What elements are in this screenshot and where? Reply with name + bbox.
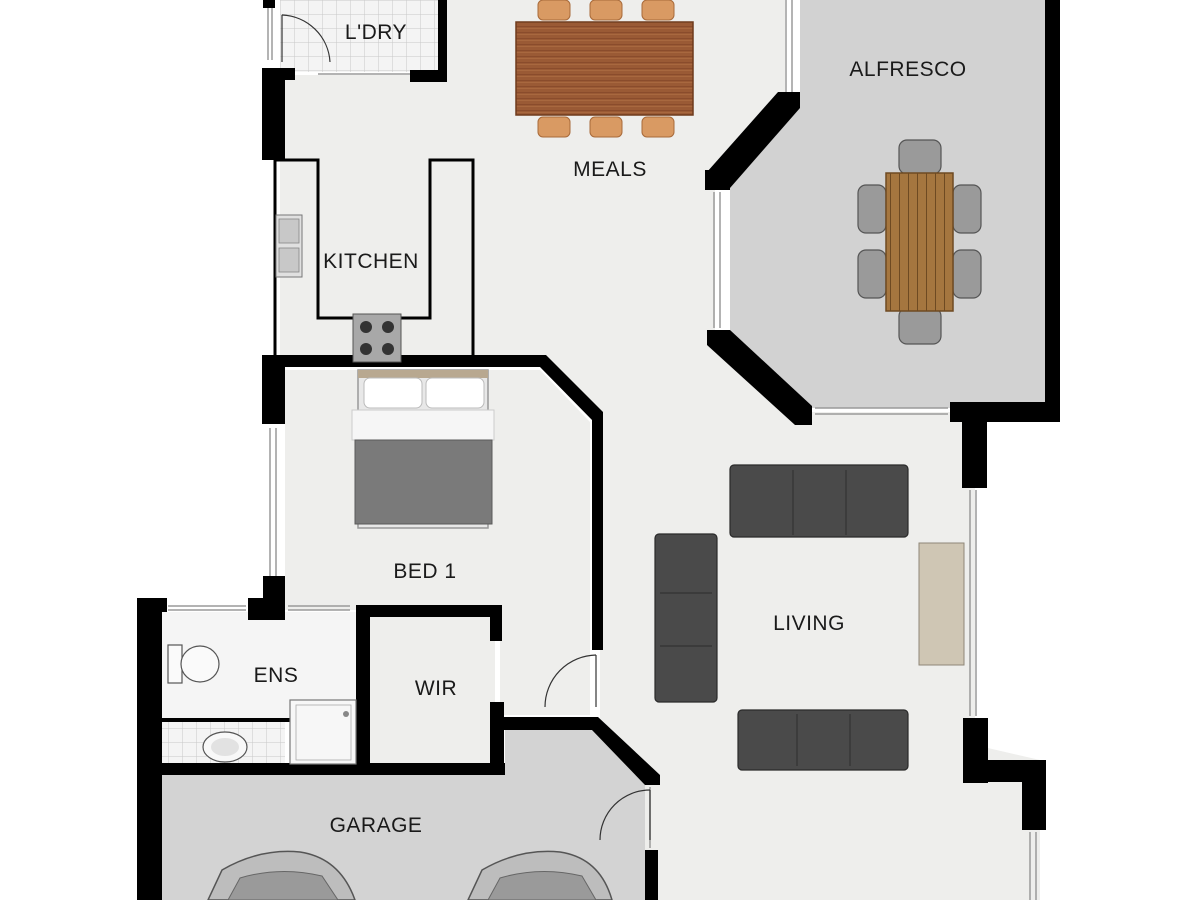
sofa-bottom — [737, 709, 909, 771]
dining-chairs-bottom — [537, 116, 675, 138]
dining-chairs-top — [537, 0, 675, 21]
alfresco-chair — [952, 184, 982, 234]
room-label-living: LIVING — [773, 612, 845, 635]
room-label-kitchen: KITCHEN — [323, 250, 419, 273]
car-icon — [207, 850, 356, 900]
sofa-top — [729, 464, 909, 538]
basin-icon — [202, 731, 248, 763]
alfresco-chair — [857, 184, 887, 234]
dining-table — [515, 21, 694, 116]
alfresco-chair — [857, 249, 887, 299]
room-labels: L'DRY MEALS ALFRESCO KITCHEN BED 1 LIVIN… — [254, 21, 966, 837]
alfresco-table — [885, 172, 954, 312]
wir-floor — [370, 615, 495, 765]
doors — [281, 14, 651, 841]
alfresco-dining-set — [857, 139, 982, 345]
walls — [137, 0, 1060, 900]
toilet-icon — [167, 644, 220, 684]
sofa-left — [654, 533, 718, 703]
alfresco-chair — [898, 139, 942, 175]
car-icon — [467, 850, 613, 900]
room-label-wir: WIR — [415, 677, 457, 700]
laundry-floor — [280, 0, 438, 72]
tv-cabinet — [918, 542, 965, 666]
room-label-ensuite: ENS — [254, 664, 299, 687]
alfresco-chair — [898, 307, 942, 345]
cooktop-icon — [352, 313, 402, 363]
room-label-laundry: L'DRY — [345, 21, 407, 44]
room-label-meals: MEALS — [573, 158, 647, 181]
room-label-garage: GARAGE — [330, 814, 423, 837]
sink-icon — [275, 214, 303, 278]
room-label-alfresco: ALFRESCO — [849, 58, 966, 81]
bed — [351, 369, 495, 529]
shower-icon — [289, 699, 357, 765]
dining-set — [515, 0, 694, 138]
alfresco-chair — [952, 249, 982, 299]
room-label-bed1: BED 1 — [393, 560, 456, 583]
